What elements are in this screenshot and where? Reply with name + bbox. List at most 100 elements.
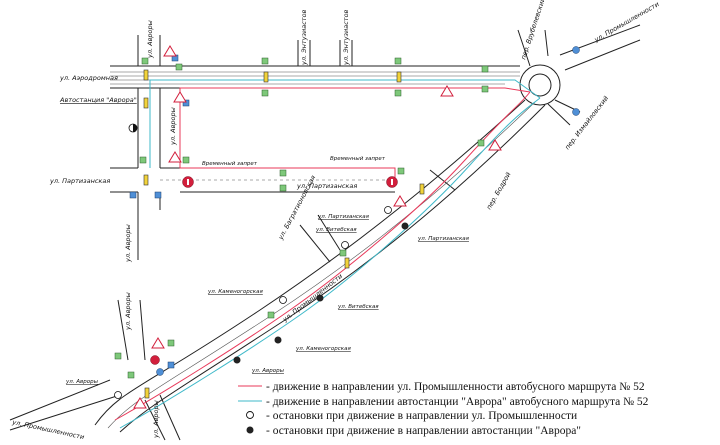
label-promyshlennosti-diag: ул. Промышленности: [281, 272, 344, 324]
sign-green: [481, 65, 489, 73]
legend-open-circle-icon: [246, 411, 254, 419]
label-entuziastov-2: ул. Энтузиастов: [342, 9, 350, 66]
legend: - движение в направлении ул. Промышленно…: [238, 381, 649, 437]
stop-label-kamenogorskaya-w: ул. Каменогорская: [207, 289, 263, 295]
stop-open-vitebskaya: [341, 241, 349, 249]
sign-green: [127, 371, 135, 379]
warning-triangle-icon: [151, 337, 165, 349]
annotations: Временный запрет Временный запрет: [202, 156, 386, 167]
annotation-closure-1: Временный запрет: [202, 161, 258, 167]
road-signs: [114, 46, 580, 379]
label-promyshlennosti-bottom: ул. Промышленности: [11, 418, 85, 441]
sign-green: [261, 89, 269, 97]
no-entry-bar: [391, 179, 393, 185]
sign-green: [477, 139, 485, 147]
route-red-line: [114, 91, 531, 421]
road-bagrationa: [299, 214, 341, 263]
roundabout-outer: [519, 64, 561, 106]
warning-triangle-icon: [173, 91, 187, 103]
traffic-light-icon: [419, 183, 425, 195]
sign-green: [481, 85, 489, 93]
road-vrubelevsky: [517, 29, 549, 67]
route-cyan-line: [119, 97, 541, 429]
sign-green: [394, 57, 402, 65]
label-avrory-mid: ул. Авроры: [169, 107, 177, 146]
label-partizanskaya: ул. Партизанская: [296, 182, 357, 190]
sign-blue-round: [156, 368, 164, 376]
road-promyshlennosti-bottom: [9, 379, 121, 431]
label-avtostanciya: Автостанция "Аврора": [59, 96, 137, 104]
road-diag-bottom: [119, 104, 546, 433]
label-bodrov: пер. Бодрой: [485, 171, 513, 211]
sign-green: [397, 167, 405, 175]
road-aerodromnaya-lanes: [110, 71, 520, 85]
sign-green: [339, 249, 347, 257]
sign-green: [267, 311, 275, 319]
label-izmaylovsky: пер. Измайловский: [563, 94, 610, 151]
label-promyshlennosti-top: ул. Промышленности: [592, 0, 660, 44]
sign-green: [279, 184, 287, 192]
stop-label-avrory-e: ул. Авроры: [251, 368, 285, 374]
sign-blue-round: [572, 108, 580, 116]
sign-green: [394, 89, 402, 97]
sign-blue: [129, 191, 137, 199]
no-entry-icon: [150, 355, 160, 365]
label-partizanskaya-left: ул. Партизанская: [49, 177, 110, 185]
warning-triangle-icon: [393, 195, 407, 207]
sign-blue: [182, 99, 190, 107]
traffic-light-icon: [344, 257, 350, 269]
road-diag-top: [94, 99, 526, 426]
sign-green: [167, 339, 175, 347]
label-aerodromnaya: ул. Аэродромная: [59, 74, 118, 82]
sign-green: [279, 169, 287, 177]
label-avrory-bottom2: ул. Авроры: [152, 400, 160, 439]
no-entry-bar: [187, 179, 189, 185]
route-lines: [114, 79, 541, 429]
sign-green: [261, 57, 269, 65]
stop-filled-avrory: [233, 356, 241, 364]
warning-triangle-icon: [133, 397, 147, 409]
stop-open-kamenogorskaya: [279, 296, 287, 304]
legend-cyan-text: - движение в направлении автостанции "Ав…: [266, 396, 649, 408]
traffic-light-icon: [143, 174, 149, 186]
stop-filled-partizanskaya: [401, 222, 409, 230]
road-avrory-top: [137, 35, 161, 66]
stop-labels: ул. Партизанская ул. Партизанская ул. Ви…: [65, 214, 470, 385]
bus-stops: [114, 123, 409, 399]
warning-signs: [133, 45, 502, 409]
road-bodrov: [429, 169, 456, 191]
road-partizanskaya-left: [110, 167, 138, 193]
stop-label-partizanskaya-e: ул. Партизанская: [417, 236, 470, 242]
traffic-light-icon: [263, 71, 269, 83]
traffic-light-icon: [396, 71, 402, 83]
label-entuziastov-1: ул. Энтузиастов: [300, 9, 308, 66]
warning-triangle-icon: [168, 151, 182, 163]
annotation-closure-2: Временный запрет: [330, 156, 386, 162]
traffic-light-icon: [144, 387, 150, 399]
sign-blue-round: [572, 46, 580, 54]
legend-filled-text: - остановки при движение в направлении а…: [266, 425, 581, 437]
stop-filled-vitebskaya: [316, 294, 324, 302]
road-avrory-lower: [137, 192, 161, 260]
closure-signs: [150, 176, 398, 365]
bus-station-half: [133, 124, 137, 132]
sign-blue: [167, 361, 175, 369]
stop-open-avrory: [114, 391, 122, 399]
road-avrory-bottom: [117, 299, 146, 361]
legend-filled-circle-icon: [246, 426, 254, 434]
warning-triangle-icon: [440, 85, 454, 97]
stop-label-kamenogorskaya-e: ул. Каменогорская: [295, 346, 351, 352]
label-avrory-top: ул. Авроры: [146, 20, 154, 59]
roundabout-inner: [528, 73, 552, 97]
sign-green: [141, 57, 149, 65]
route-cyan-line-upper: [149, 79, 541, 168]
stop-label-partizanskaya-w: ул. Партизанская: [317, 214, 370, 220]
road-avrory-bottom2: [144, 394, 181, 441]
traffic-light-icon: [143, 97, 149, 109]
stop-label-vitebskaya-e: ул. Витебская: [337, 304, 379, 310]
sign-blue: [154, 191, 162, 199]
route-red-line-upper: [179, 87, 531, 180]
legend-red-text: - движение в направлении ул. Промышленно…: [266, 381, 645, 393]
sign-green: [114, 352, 122, 360]
